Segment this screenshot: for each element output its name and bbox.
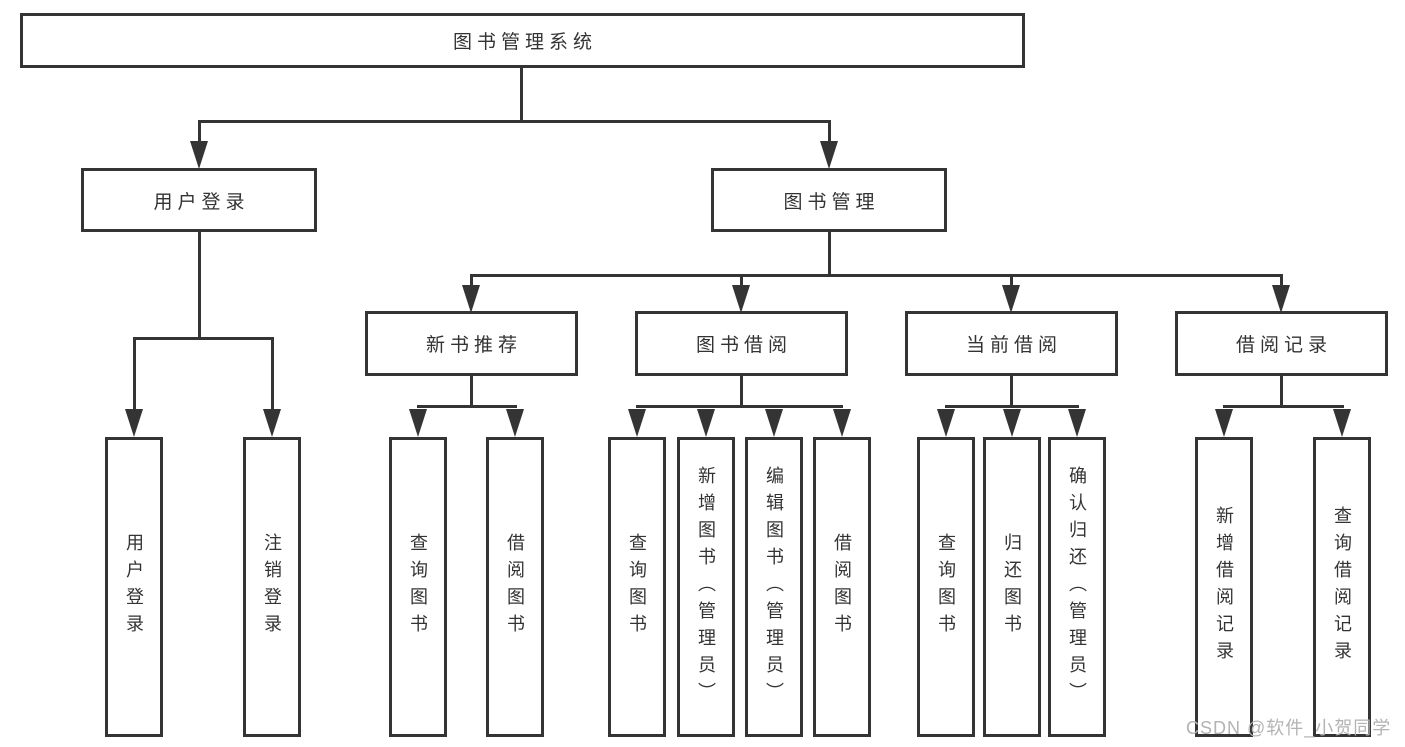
node-borrow-record: 借阅记录 [1175,311,1388,376]
node-leaf-borrow-book-2-label: 借阅图书 [832,533,852,641]
arrow-down-icon [190,141,208,169]
connector-segment [198,120,201,145]
node-leaf-return-book-label: 归还图书 [1002,533,1022,641]
node-leaf-edit-book-admin: 编辑图书（管理员） [745,437,803,737]
arrow-down-icon [409,409,427,437]
connector-segment [945,405,1079,408]
connector-segment [1223,405,1344,408]
node-book-management-branch-label: 图书管理 [783,191,880,213]
node-leaf-query-book-1: 查询图书 [389,437,447,737]
connector-segment [1010,376,1013,408]
connector-segment [1280,274,1283,288]
arrow-down-icon [462,285,480,313]
node-current-borrow: 当前借阅 [905,311,1118,376]
arrow-down-icon [628,409,646,437]
node-borrow-record-label: 借阅记录 [1235,335,1332,356]
csdn-watermark: CSDN @软件_小贺同学 [1186,718,1392,738]
arrow-down-icon [833,409,851,437]
connector-segment [828,232,831,277]
arrow-down-icon [1003,409,1021,437]
connector-segment [470,376,473,408]
node-leaf-user-login: 用户登录 [105,437,163,737]
arrow-down-icon [1002,285,1020,313]
node-leaf-query-book-3-label: 查询图书 [936,533,956,641]
connector-segment [740,274,743,288]
arrow-down-icon [820,141,838,169]
node-leaf-confirm-return-admin-label: 确认归还（管理员） [1067,465,1087,709]
connector-segment [133,337,136,413]
node-leaf-logout: 注销登录 [243,437,301,737]
node-book-borrow-label: 图书借阅 [695,335,792,356]
connector-segment [1280,376,1283,408]
node-root-label: 图书管理系统 [452,32,597,53]
node-leaf-query-book-3: 查询图书 [917,437,975,737]
connector-segment [828,120,831,145]
connector-segment [470,274,1283,277]
node-leaf-edit-book-admin-label: 编辑图书（管理员） [764,465,784,709]
arrow-down-icon [732,285,750,313]
arrow-down-icon [125,409,143,437]
connector-segment [198,232,201,340]
arrow-down-icon [1215,409,1233,437]
node-user-login-branch-label: 用户登录 [153,191,250,213]
connector-segment [1010,274,1013,288]
node-new-book-recommend: 新书推荐 [365,311,578,376]
node-leaf-query-borrow-record-label: 查询借阅记录 [1332,506,1352,668]
arrow-down-icon [697,409,715,437]
connector-segment [271,337,274,413]
node-leaf-borrow-book-1: 借阅图书 [486,437,544,737]
arrow-down-icon [1068,409,1086,437]
node-leaf-logout-label: 注销登录 [262,533,282,641]
node-leaf-add-book-admin: 新增图书（管理员） [677,437,735,737]
node-user-login-branch: 用户登录 [81,168,317,232]
node-root: 图书管理系统 [20,13,1025,68]
node-leaf-query-borrow-record: 查询借阅记录 [1313,437,1371,737]
arrow-down-icon [937,409,955,437]
node-current-borrow-label: 当前借阅 [965,335,1062,356]
connector-segment [520,68,523,123]
node-leaf-add-book-admin-label: 新增图书（管理员） [696,465,716,709]
node-leaf-borrow-book-2: 借阅图书 [813,437,871,737]
node-leaf-return-book: 归还图书 [983,437,1041,737]
node-leaf-query-book-2: 查询图书 [608,437,666,737]
connector-segment [198,120,831,123]
connector-segment [740,376,743,408]
connector-segment [133,337,274,340]
arrow-down-icon [1272,285,1290,313]
arrow-down-icon [1333,409,1351,437]
arrow-down-icon [263,409,281,437]
arrow-down-icon [765,409,783,437]
node-new-book-recommend-label: 新书推荐 [425,335,522,356]
node-leaf-query-book-1-label: 查询图书 [408,533,428,641]
connector-segment [417,405,517,408]
connector-segment [470,274,473,288]
node-book-management-branch: 图书管理 [711,168,947,232]
node-leaf-add-borrow-record-label: 新增借阅记录 [1214,506,1234,668]
node-book-borrow: 图书借阅 [635,311,848,376]
arrow-down-icon [506,409,524,437]
node-leaf-confirm-return-admin: 确认归还（管理员） [1048,437,1106,737]
connector-segment [636,405,843,408]
node-leaf-user-login-label: 用户登录 [124,533,144,641]
node-leaf-query-book-2-label: 查询图书 [627,533,647,641]
node-leaf-borrow-book-1-label: 借阅图书 [505,533,525,641]
node-leaf-add-borrow-record: 新增借阅记录 [1195,437,1253,737]
